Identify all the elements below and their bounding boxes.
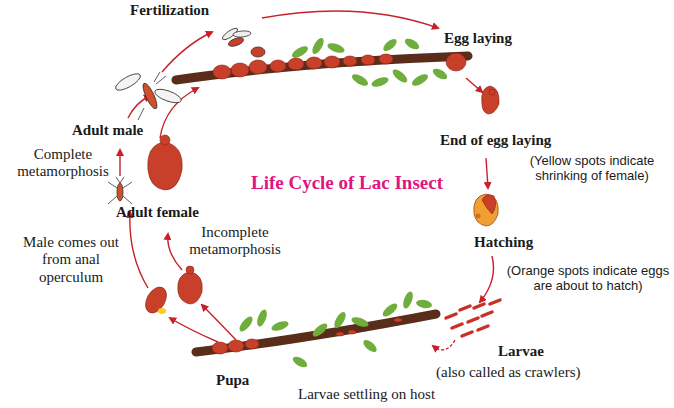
top-branch [176, 26, 468, 88]
stage-note: (Orange spots indicate eggs are about to… [506, 264, 670, 294]
stage-note: (also called as crawlers) [436, 364, 581, 381]
bottom-branch [196, 290, 436, 369]
stage-label: Adult male [72, 122, 143, 139]
flying-male-insect [113, 71, 182, 120]
stage-label: Larvae [498, 343, 544, 360]
stage-note: Incomplete metamorphosis [180, 224, 290, 259]
larvae [446, 300, 500, 336]
diagram-title: Life Cycle of Lac Insect [251, 172, 443, 194]
stage-label: Egg laying [444, 30, 512, 47]
adult-male-insect [108, 177, 132, 204]
stage-label: Fertilization [130, 2, 209, 19]
stage-label: End of egg laying [440, 132, 551, 149]
stage-note: (Yellow spots indicate shrinking of fema… [514, 154, 670, 184]
stage-label: Adult female [116, 204, 199, 221]
female-stages [474, 86, 499, 226]
pupae-adults [141, 135, 202, 317]
stage-note: Larvae settling on host [298, 386, 435, 403]
stage-label: Hatching [474, 234, 533, 251]
stage-note: Male comes out from anal operculum [16, 234, 126, 286]
cycle-arrows [120, 11, 494, 350]
stage-label: Pupa [216, 372, 249, 389]
stage-note: Complete metamorphosis [10, 146, 116, 181]
